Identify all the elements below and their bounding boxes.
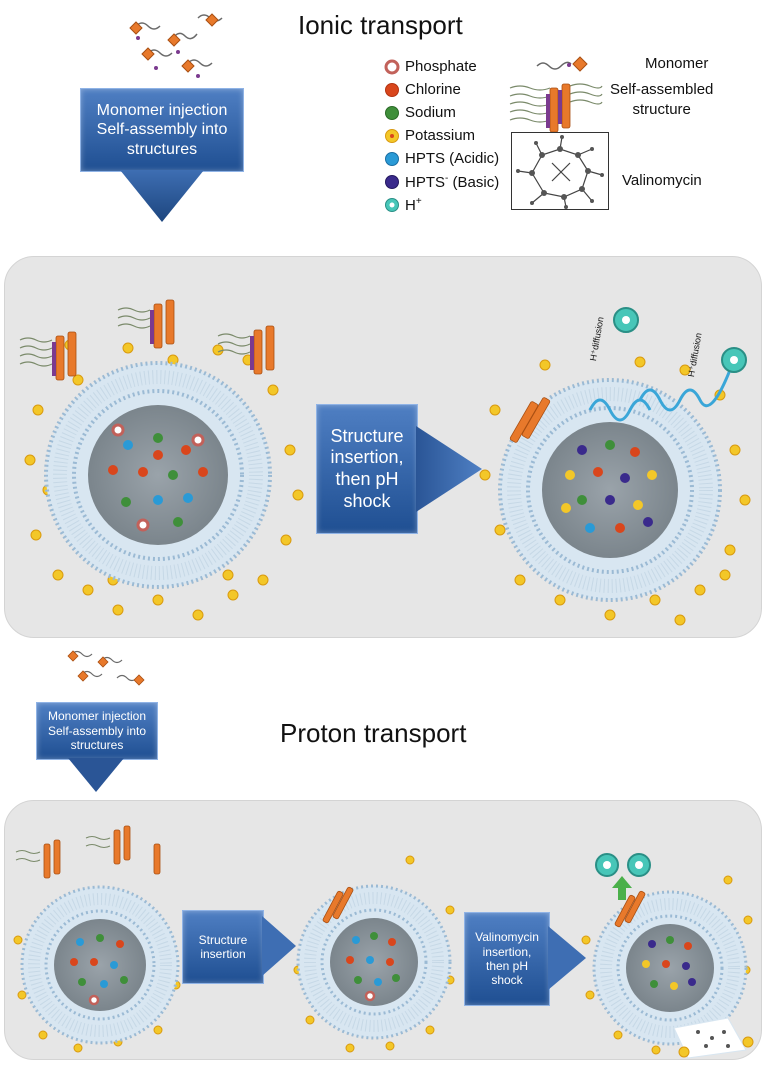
injection-line-3: structures [126, 140, 198, 158]
sodium-icon [385, 105, 399, 120]
legend-proton: H+ [384, 196, 422, 214]
proton-vesicle-after [581, 875, 754, 1059]
proton-icon [627, 853, 651, 877]
monomer-cluster-icon [67, 650, 145, 686]
phosphate-icon [384, 59, 400, 74]
right-arrow-icon [548, 926, 586, 990]
up-arrow-icon [612, 876, 632, 900]
legend-valinomycin-label: Valinomycin [622, 172, 702, 189]
valinomycin-structure-box [511, 132, 609, 210]
self-assembled-structures-group [19, 299, 275, 381]
structure-insertion-box: Structure insertion [182, 910, 264, 984]
hpts-basic-icon [385, 175, 399, 189]
legend-hpts-basic: HPTS- (Basic) [384, 173, 499, 191]
proton-vesicle-before [13, 885, 181, 1053]
hpts-acidic-icon [385, 151, 399, 166]
ionic-transport-title: Ionic transport [298, 10, 463, 40]
proton-vesicle-inserted [293, 855, 455, 1053]
valinomycin-molecule-icon [516, 135, 604, 209]
potassium-icon [385, 128, 399, 143]
monomer-injection-box: Monomer injection Self-assembly into str… [36, 702, 158, 760]
self-assembled-structure-icon [509, 83, 603, 133]
proton-transport-title: Proton transport [280, 718, 467, 748]
valinomycin-insertion-ph-shock-box: Valinomycin insertion, then pH shock [464, 912, 550, 1006]
injection-line-1: Monomer injection [96, 102, 228, 120]
ionic-vesicle-after [479, 356, 751, 626]
injection-line-2: Self-assembly into [96, 121, 228, 139]
proton-icon [721, 347, 747, 373]
monomer-icon [536, 56, 588, 72]
legend-potassium: Potassium [384, 127, 475, 144]
legend-phosphate: Phosphate [384, 58, 477, 75]
down-arrow-icon [120, 170, 204, 222]
ionic-vesicle-before [24, 339, 304, 621]
legend-chlorine: Chlorine [384, 81, 461, 98]
structure-insertion-ph-shock-box: Structure insertion, then pH shock [316, 404, 418, 534]
legend-sodium: Sodium [384, 104, 456, 121]
self-assembled-structures-group [15, 825, 161, 879]
legend-hpts-acidic: HPTS (Acidic) [384, 150, 499, 167]
proton-icon [595, 853, 619, 877]
legend-monomer-label: Monomer [645, 55, 709, 72]
down-arrow-icon [68, 758, 124, 792]
proton-icon [385, 198, 399, 212]
right-arrow-icon [416, 426, 482, 512]
chlorine-icon [385, 82, 399, 97]
monomer-injection-box: Monomer injection Self-assembly into str… [80, 88, 244, 172]
proton-icon [613, 307, 639, 333]
right-arrow-icon [262, 916, 296, 976]
monomer-cluster-icon [129, 13, 223, 78]
legend-self-assembled-label: Self-assembled structure [610, 81, 714, 118]
